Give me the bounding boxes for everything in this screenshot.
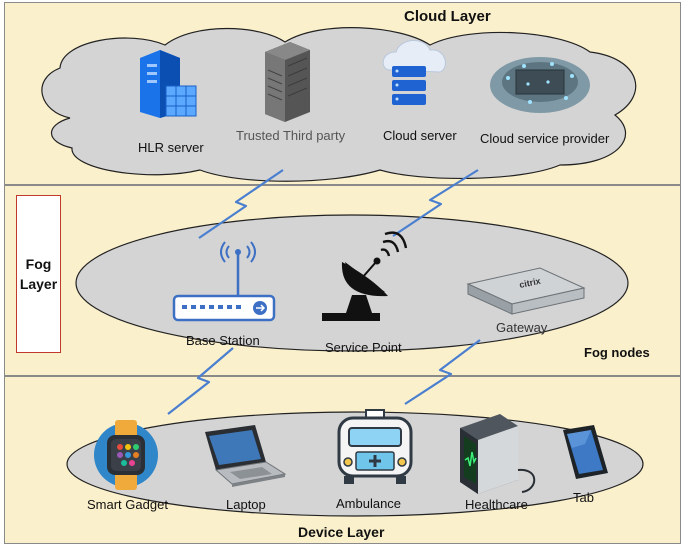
fog-layer-title-line1: Fog <box>25 256 52 272</box>
smartwatch-icon <box>94 420 158 490</box>
gateway-device-icon: citrix <box>466 267 586 315</box>
tower-server-icon <box>265 42 310 122</box>
link-gateway-device <box>404 339 481 405</box>
laptop-icon <box>205 425 287 487</box>
fog-nodes-title: Fog nodes <box>584 345 650 360</box>
cloud-database-icon <box>382 40 446 105</box>
server-cube-icon <box>140 50 197 118</box>
link-cloud-service-point <box>392 169 479 237</box>
node-label-healthcare: Healthcare <box>465 497 528 512</box>
ambulance-icon <box>337 409 413 484</box>
wireless-links <box>167 169 481 415</box>
link-base-station-device <box>167 347 234 415</box>
router-icon <box>172 241 276 322</box>
node-label-smart-gadget: Smart Gadget <box>87 497 168 512</box>
gateway-brand-label: citrix <box>518 276 541 290</box>
satellite-dish-icon <box>322 231 408 321</box>
node-label-service-point: Service Point <box>325 340 402 355</box>
node-label-laptop: Laptop <box>226 497 266 512</box>
link-cloud-base-station <box>198 169 284 239</box>
node-label-cloud-server: Cloud server <box>383 128 457 143</box>
cloud-layer-title: Cloud Layer <box>404 8 491 25</box>
network-cloud-icon <box>490 57 590 113</box>
node-label-tab: Tab <box>573 490 594 505</box>
tablet-icon <box>563 425 608 479</box>
node-label-trusted-third-party: Trusted Third party <box>236 128 346 143</box>
node-label-base-station: Base Station <box>186 333 260 348</box>
health-monitor-icon <box>460 414 536 494</box>
node-label-gateway: Gateway <box>496 320 548 335</box>
fog-layer-title-line2: Layer <box>19 276 58 292</box>
node-label-cloud-service-provider: Cloud service provider <box>480 131 610 146</box>
node-label-hlr-server: HLR server <box>138 140 204 155</box>
cloud-layer-cloud <box>41 27 637 182</box>
node-label-ambulance: Ambulance <box>336 496 402 511</box>
device-layer-title: Device Layer <box>298 524 385 540</box>
